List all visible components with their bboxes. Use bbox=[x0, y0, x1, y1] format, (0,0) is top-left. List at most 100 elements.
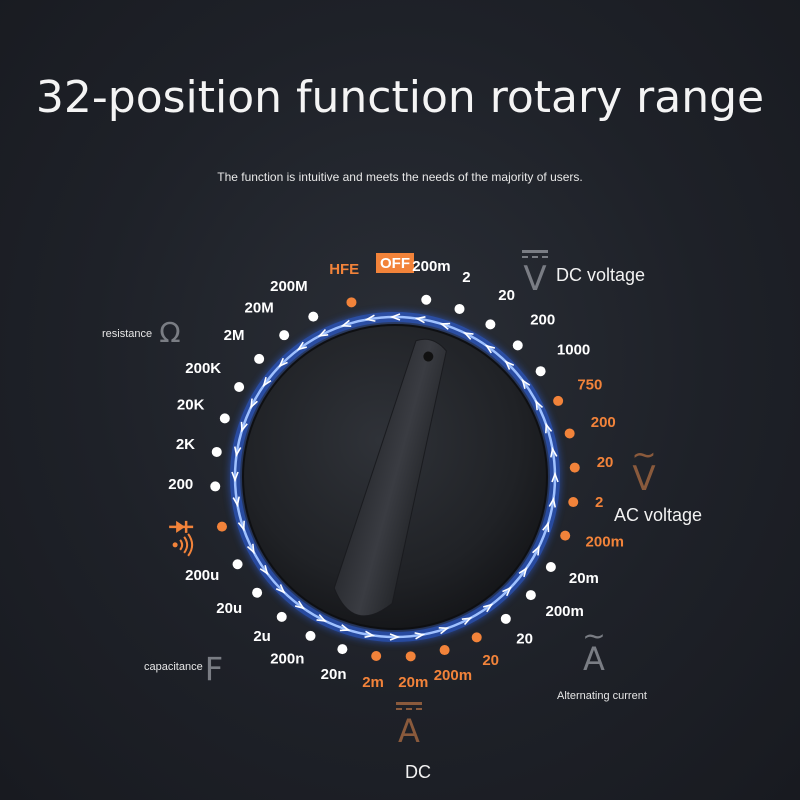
position-label: 20n bbox=[321, 666, 347, 683]
ring-arrow bbox=[340, 319, 352, 327]
position-dot bbox=[232, 559, 243, 570]
position-label: 2K bbox=[176, 436, 195, 453]
svg-text:A: A bbox=[583, 640, 605, 678]
position-dot bbox=[346, 297, 357, 308]
position-label: 2m bbox=[362, 674, 384, 691]
off-badge bbox=[376, 253, 414, 273]
ring-arrow bbox=[550, 446, 558, 458]
position-label: 2u bbox=[253, 628, 271, 645]
ring-arrow bbox=[389, 313, 401, 321]
ring-arrow bbox=[439, 322, 451, 330]
ring-arrow bbox=[414, 632, 426, 640]
ring-arrow bbox=[364, 314, 376, 322]
ring-arrow bbox=[237, 520, 245, 532]
position-dot bbox=[454, 303, 465, 314]
position-label: 20m bbox=[569, 570, 599, 587]
ring-arrow bbox=[542, 521, 550, 533]
dc-voltage-symbol: V bbox=[522, 250, 548, 299]
position-dot bbox=[560, 530, 571, 541]
position-dot bbox=[569, 462, 580, 473]
ring-arrow bbox=[548, 496, 556, 508]
position-dot bbox=[210, 481, 221, 492]
ring-arrow bbox=[339, 624, 351, 632]
svg-text:A: A bbox=[398, 712, 420, 750]
position-dot bbox=[279, 330, 290, 341]
position-label: 200n bbox=[270, 650, 304, 667]
ring-arrow bbox=[518, 566, 528, 578]
position-label: 2 bbox=[595, 494, 603, 511]
position-dot bbox=[525, 590, 536, 601]
ring-arrow bbox=[278, 357, 288, 368]
position-dot bbox=[512, 340, 523, 351]
position-dot bbox=[337, 644, 348, 655]
dc-current-symbol: A bbox=[396, 702, 422, 750]
position-dot bbox=[254, 353, 265, 364]
position-dot bbox=[564, 428, 575, 439]
ring-arrow bbox=[532, 544, 540, 556]
position-dot bbox=[535, 366, 546, 377]
ring-arrow bbox=[461, 617, 473, 626]
farad-icon: F bbox=[205, 650, 223, 688]
ohm-icon: Ω bbox=[159, 316, 180, 349]
ring-arrow bbox=[535, 399, 544, 411]
dc-voltage-label: DC voltage bbox=[556, 265, 645, 285]
position-label: 750 bbox=[577, 376, 602, 393]
ring-arrow bbox=[551, 471, 559, 483]
position-label: HFE bbox=[329, 261, 359, 278]
position-dot bbox=[308, 311, 319, 322]
svg-text:~: ~ bbox=[582, 619, 605, 652]
position-label: 20M bbox=[245, 300, 274, 317]
position-dot bbox=[211, 446, 222, 457]
ring-arrow bbox=[232, 496, 240, 508]
dial-pointer bbox=[333, 338, 447, 617]
capacitance-label: capacitance bbox=[144, 661, 203, 673]
ring-arrow bbox=[414, 316, 426, 324]
dial-ring bbox=[233, 315, 557, 639]
ring-arrow bbox=[462, 332, 474, 340]
resistance-label: resistance bbox=[102, 328, 152, 340]
position-label: 200m bbox=[434, 667, 472, 684]
ring-arrow bbox=[240, 421, 248, 433]
position-label: 20K bbox=[177, 397, 205, 414]
ac-voltage-label: AC voltage bbox=[614, 505, 702, 525]
position-label: 2 bbox=[462, 269, 470, 286]
ac-voltage-symbol: ~ V bbox=[631, 438, 656, 499]
position-label: 20u bbox=[216, 600, 242, 617]
position-dot bbox=[276, 611, 287, 622]
off-position-label: OFF bbox=[380, 255, 410, 272]
position-dot bbox=[439, 645, 450, 656]
position-dot bbox=[405, 651, 416, 662]
position-label: 200K bbox=[185, 360, 221, 377]
page-subtitle: The function is intuitive and meets the … bbox=[217, 170, 583, 184]
ring-arrow bbox=[316, 614, 328, 622]
ring-arrow bbox=[231, 471, 239, 483]
position-dot bbox=[305, 630, 316, 641]
ac-current-symbol: ~ A bbox=[582, 619, 605, 678]
position-dot bbox=[234, 382, 245, 392]
position-dot bbox=[500, 613, 511, 624]
position-label: 200m bbox=[586, 533, 624, 550]
ring-arrow bbox=[484, 344, 496, 354]
position-label: 200M bbox=[270, 278, 308, 295]
position-dot bbox=[568, 497, 579, 508]
ring-arrow bbox=[364, 630, 376, 638]
position-label: 20 bbox=[516, 630, 533, 647]
page-title: 32-position function rotary range bbox=[35, 72, 765, 123]
position-label: 20m bbox=[398, 674, 428, 691]
ring-arrow bbox=[275, 584, 286, 594]
position-label: 20 bbox=[498, 287, 515, 304]
ring-arrow bbox=[262, 376, 272, 388]
ring-arrow bbox=[521, 378, 531, 389]
ring-arrow bbox=[259, 565, 269, 576]
diode-buzzer-icon bbox=[169, 520, 194, 557]
position-label: 20 bbox=[597, 454, 614, 471]
svg-text:V: V bbox=[523, 259, 546, 299]
position-label: 1000 bbox=[557, 342, 590, 359]
position-label: 200 bbox=[168, 476, 193, 493]
ring-arrow bbox=[438, 627, 450, 635]
position-label: 200 bbox=[530, 311, 555, 328]
svg-text:~: ~ bbox=[631, 438, 656, 473]
ring-arrow bbox=[504, 360, 515, 370]
